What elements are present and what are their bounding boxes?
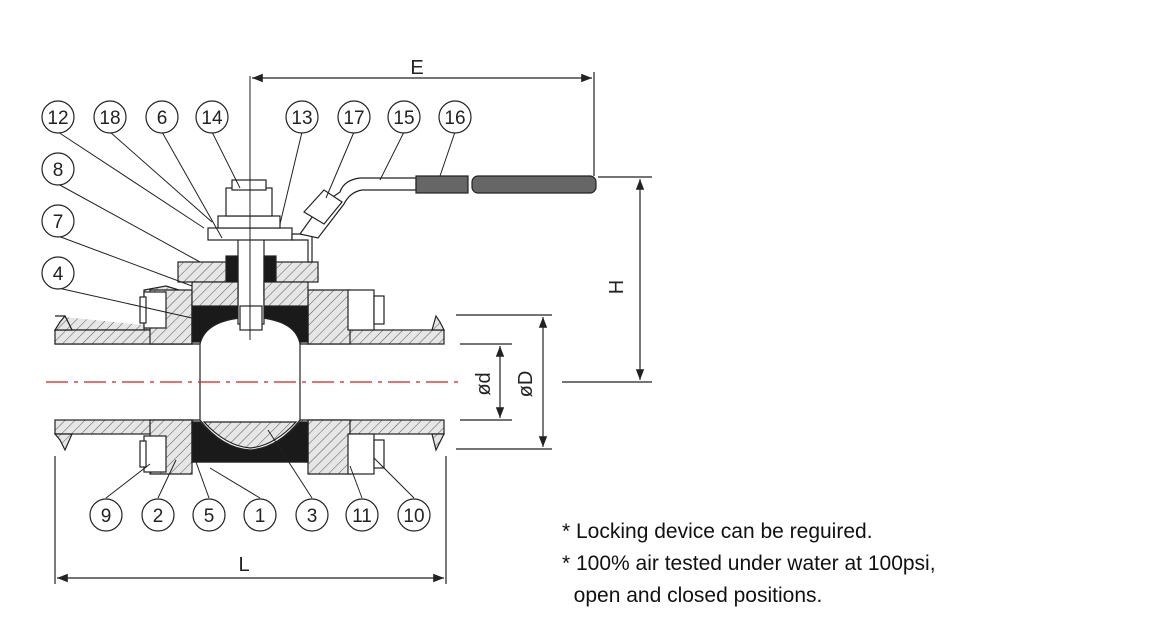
bonnet-left	[191, 281, 239, 307]
callout-9: 9	[89, 498, 123, 532]
svg-text:18: 18	[99, 108, 120, 129]
svg-text:2: 2	[153, 506, 164, 527]
right-body-flange	[307, 289, 351, 345]
dimension-l	[54, 456, 447, 584]
svg-text:8: 8	[53, 160, 64, 181]
callout-14: 14	[195, 100, 229, 134]
washer	[217, 215, 281, 229]
nut-right-bottom	[347, 433, 375, 475]
right-body-flange-lower	[307, 419, 351, 475]
callout-15: 15	[387, 100, 421, 134]
svg-text:11: 11	[352, 506, 372, 527]
left-end-flange-top	[53, 314, 73, 331]
note-locking-device: * Locking device can be reguired.	[562, 520, 873, 543]
svg-text:10: 10	[403, 506, 424, 527]
gland-left	[177, 261, 229, 283]
callout-11: 11	[345, 498, 379, 532]
callout-8: 8	[41, 152, 75, 186]
callout-16: 16	[438, 100, 472, 134]
bolt-left-bottom-head	[139, 440, 147, 468]
dimension-l-label: L	[238, 554, 249, 576]
note-positions: open and closed positions.	[562, 584, 823, 607]
handle-lever	[291, 233, 313, 263]
svg-text:15: 15	[393, 108, 414, 129]
dimension-d	[456, 314, 552, 450]
dimension-h	[562, 176, 652, 383]
dimension-e-label: E	[410, 57, 423, 79]
right-end-flange-top	[431, 314, 445, 331]
dimension-d-label: ød	[473, 372, 495, 395]
ball	[199, 317, 301, 451]
callout-1: 1	[243, 498, 277, 532]
callout-6: 6	[145, 100, 179, 134]
callout-12: 12	[41, 100, 75, 134]
dimension-h-label: H	[606, 280, 628, 294]
stem-nut-top	[231, 179, 267, 191]
callout-2: 2	[141, 498, 175, 532]
svg-text:7: 7	[53, 212, 64, 233]
svg-text:1: 1	[255, 506, 266, 527]
leader-lines	[57, 131, 456, 499]
locking-device	[303, 189, 343, 225]
svg-text:13: 13	[291, 108, 312, 129]
gland-right	[271, 261, 319, 283]
dimension-bigd-label: øD	[515, 371, 537, 398]
svg-text:9: 9	[101, 506, 112, 527]
ball-lower-hatch	[202, 421, 298, 449]
right-end-flange-bottom	[431, 433, 445, 452]
stem-tip	[239, 305, 263, 331]
note-air-tested: * 100% air tested under water at 100psi,	[562, 552, 936, 575]
nut-right-bottom-end	[373, 439, 385, 469]
stem-nut	[225, 187, 273, 217]
svg-text:3: 3	[307, 506, 318, 527]
callout-7: 7	[41, 204, 75, 238]
svg-text:5: 5	[204, 506, 215, 527]
callout-17: 17	[337, 100, 371, 134]
svg-text:4: 4	[53, 264, 64, 285]
svg-text:6: 6	[157, 108, 168, 129]
callout-5: 5	[192, 498, 226, 532]
handle-grip-2	[471, 175, 597, 194]
left-end-flange-bottom	[53, 433, 73, 452]
nut-right-top	[347, 289, 375, 331]
callout-4: 4	[41, 256, 75, 290]
svg-text:12: 12	[47, 108, 68, 129]
svg-text:14: 14	[201, 108, 223, 129]
dimension-e	[252, 72, 595, 176]
nut-right-top-end	[373, 295, 385, 325]
notes: * Locking device can be reguired. * 100%…	[562, 516, 936, 612]
handle-grip-1	[415, 175, 469, 194]
callout-10: 10	[397, 498, 431, 532]
svg-text:17: 17	[343, 108, 364, 129]
valve-body	[53, 175, 597, 475]
callout-3: 3	[295, 498, 329, 532]
callout-13: 13	[285, 100, 319, 134]
bonnet-right	[263, 281, 309, 307]
bolt-left-top-head	[139, 296, 147, 324]
callout-18: 18	[93, 100, 127, 134]
svg-text:16: 16	[444, 108, 465, 129]
